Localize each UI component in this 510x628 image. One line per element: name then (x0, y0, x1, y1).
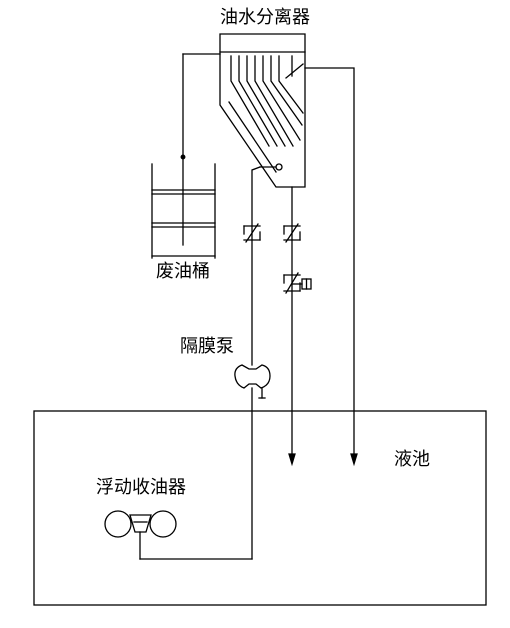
feed-valve (243, 223, 261, 243)
diaphragm-pump (234, 364, 271, 399)
floating-skimmer (104, 510, 253, 560)
overflow-pipe (304, 67, 355, 457)
waste-oil-drum (151, 53, 216, 259)
actuated-valve (283, 272, 312, 294)
liquid-tank-label: 液池 (394, 449, 430, 470)
drain-arrow (288, 453, 296, 467)
oil-water-separator (219, 33, 306, 188)
separator-label: 油水分离器 (220, 7, 310, 28)
overflow-arrow (350, 453, 358, 467)
waste-oil-drum-label: 废油桶 (156, 261, 210, 282)
diaphragm-pump-label: 隔膜泵 (180, 336, 234, 357)
feed-pipe (251, 166, 261, 366)
floating-skimmer-label: 浮动收油器 (96, 477, 186, 498)
drain-valve (283, 223, 301, 243)
liquid-tank (33, 410, 487, 606)
